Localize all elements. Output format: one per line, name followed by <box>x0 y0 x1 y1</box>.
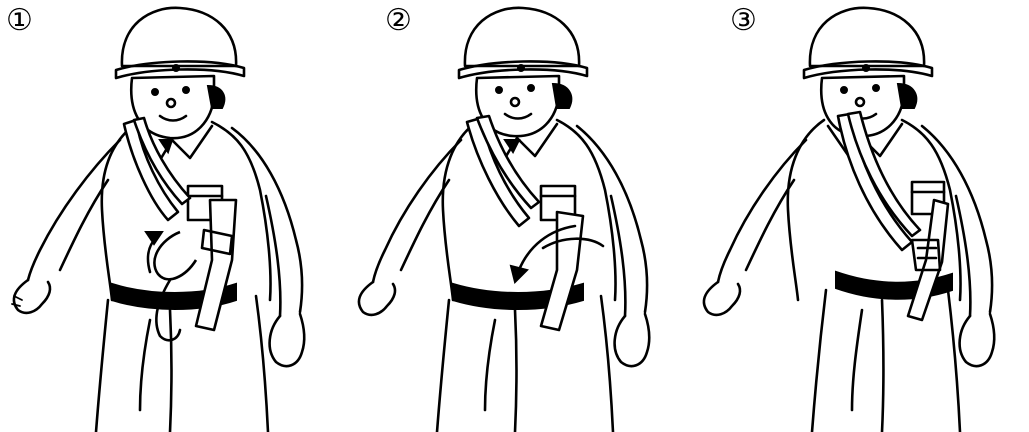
loop-arrow-head <box>146 232 162 244</box>
worker-harness-illustration-1 <box>0 0 343 432</box>
step-1-panel: ① <box>0 0 343 432</box>
swing-arrow-head <box>511 266 527 282</box>
worker-harness-illustration-3 <box>686 0 1029 432</box>
step-3-panel: ③ <box>686 0 1029 432</box>
step-2-panel: ② <box>343 0 686 432</box>
worker-harness-illustration-2 <box>343 0 686 432</box>
